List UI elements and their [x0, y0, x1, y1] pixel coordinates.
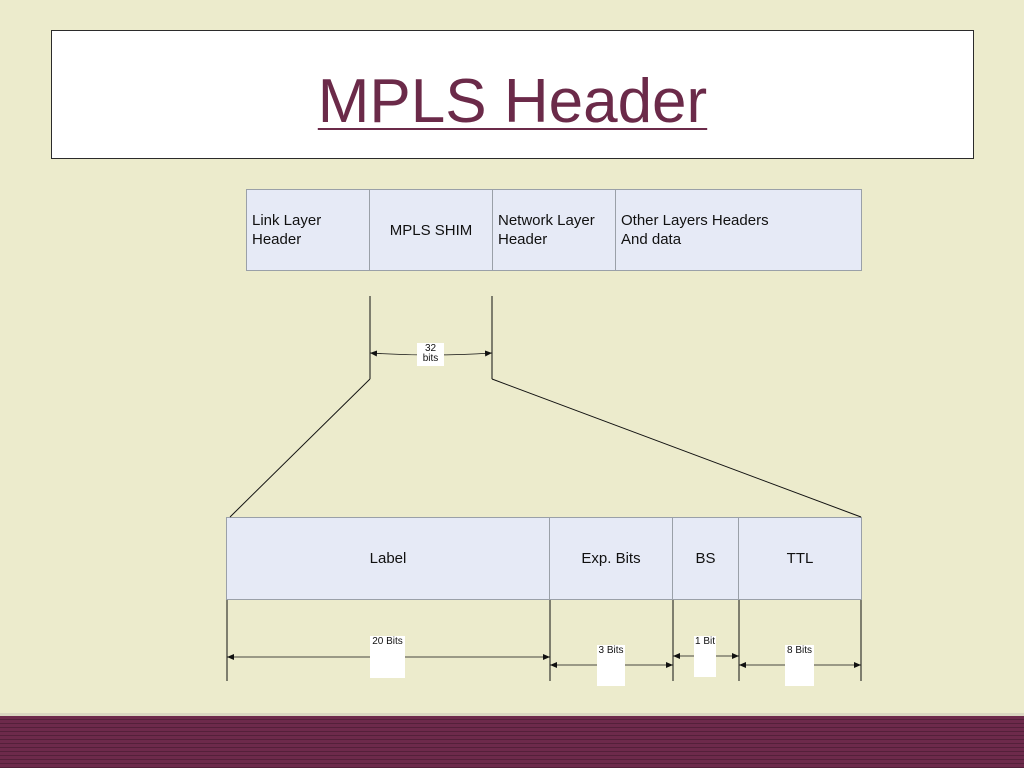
shim-size-label: 32 bits — [417, 343, 444, 366]
ttl-cell: TTL — [738, 517, 862, 600]
other-layers-label-line1: Other Layers Headers — [621, 212, 769, 229]
expand-left-line — [229, 378, 371, 518]
other-layers-cell: Other Layers Headers And data — [615, 189, 862, 271]
ttl-text: TTL — [786, 550, 814, 567]
slide-title: MPLS Header — [317, 67, 708, 136]
ttl-size-label: 8 Bits — [785, 645, 814, 686]
link-layer-label-line2: Header — [252, 231, 302, 248]
expand-right-line — [491, 378, 862, 518]
label-field-cell: Label — [226, 517, 550, 600]
exp-size-label: 3 Bits — [597, 645, 625, 686]
bs-size-label: 1 Bit — [694, 636, 716, 677]
other-layers-label-line2: And data — [621, 231, 682, 248]
label-field-text: Label — [369, 550, 407, 567]
label-size-label: 20 Bits — [370, 636, 405, 678]
link-layer-header-cell: Link Layer Header — [246, 189, 370, 271]
network-layer-label-line1: Network Layer — [498, 212, 595, 229]
network-layer-label-line2: Header — [498, 231, 548, 248]
exp-bits-text: Exp. Bits — [581, 550, 641, 567]
bs-cell: BS — [672, 517, 739, 600]
mpls-shim-label: MPLS SHIM — [389, 222, 473, 239]
exp-bits-cell: Exp. Bits — [549, 517, 673, 600]
mpls-shim-cell: MPLS SHIM — [369, 189, 493, 271]
title-box: MPLS Header — [51, 30, 974, 159]
footer-stripe-band — [0, 716, 1024, 768]
footer-divider — [0, 713, 1024, 716]
link-layer-label-line1: Link Layer — [252, 212, 322, 229]
bs-text: BS — [695, 550, 716, 567]
